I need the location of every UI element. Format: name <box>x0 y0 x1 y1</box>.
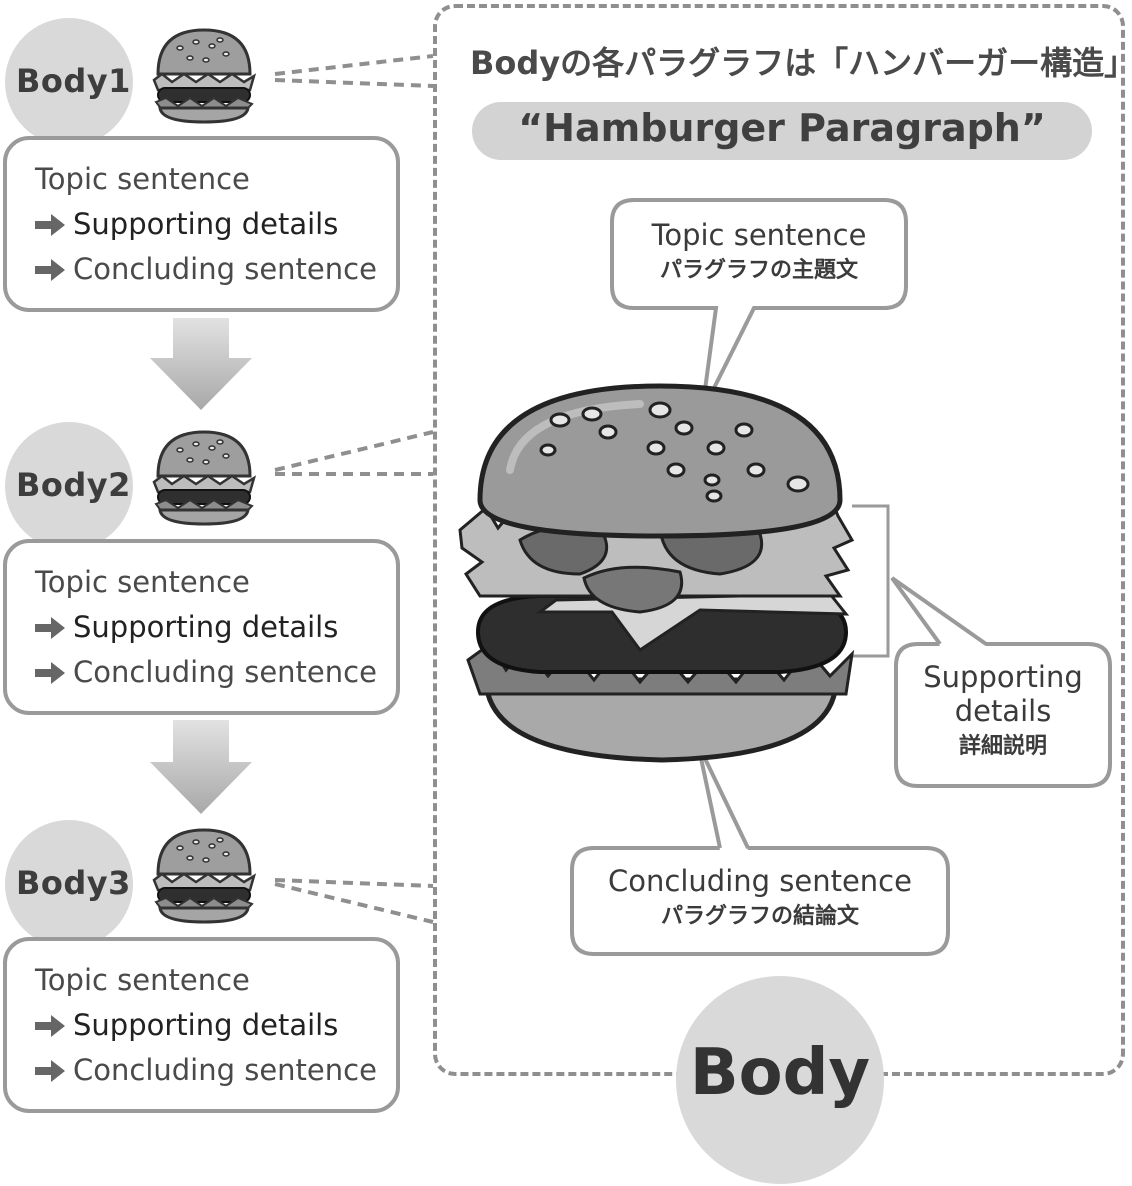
supporting-callout: Supporting details 詳細説明 <box>896 660 1110 760</box>
big-hamburger-diagram <box>458 198 1112 956</box>
small-burger-icon <box>152 430 257 526</box>
topic-callout-en: Topic sentence <box>651 218 867 252</box>
right-arrow-icon <box>35 1060 65 1082</box>
body3-label: Body3 <box>16 864 131 902</box>
topic-callout-jp: パラグラフの主題文 <box>659 258 858 283</box>
supporting-details-row: Supporting details <box>35 610 338 644</box>
right-arrow-icon <box>35 662 65 684</box>
topic-sentence-text: Topic sentence <box>35 963 250 997</box>
panel-title: Bodyの各パラグラフは「ハンバーガー構造」 <box>470 44 1132 82</box>
supporting-details-row: Supporting details <box>35 1008 338 1042</box>
down-arrow-2 <box>150 720 252 814</box>
concluding-sentence-row: Concluding sentence <box>35 252 377 286</box>
supporting-details-row: Supporting details <box>35 207 338 241</box>
supporting-bracket <box>852 504 890 658</box>
tomato-slice <box>582 565 683 614</box>
supporting-callout-en1: Supporting <box>923 660 1083 694</box>
supporting-details-text: Supporting details <box>73 610 339 644</box>
body2-circle <box>5 422 133 550</box>
supporting-callout-en2: details <box>954 694 1052 728</box>
topic-sentence-text: Topic sentence <box>35 565 250 599</box>
connector-body2-top <box>274 430 434 472</box>
connector-body3-bottom <box>274 882 434 924</box>
concluding-sentence-row: Concluding sentence <box>35 655 377 689</box>
right-arrow-icon <box>35 259 65 281</box>
concluding-callout-en: Concluding sentence <box>608 864 912 898</box>
right-arrow-icon <box>35 214 65 236</box>
concluding-callout: Concluding sentence パラグラフの結論文 <box>572 864 948 930</box>
concluding-sentence-text: Concluding sentence <box>73 1053 377 1087</box>
right-arrow-icon <box>35 617 65 639</box>
connector-body1-top <box>274 54 434 76</box>
topic-sentence-text: Topic sentence <box>35 162 250 196</box>
right-arrow-icon <box>35 1015 65 1037</box>
supporting-callout-jp: 詳細説明 <box>958 734 1047 759</box>
supporting-details-text: Supporting details <box>73 207 339 241</box>
topic-callout-bubble <box>610 198 908 413</box>
body1-label: Body1 <box>16 62 131 100</box>
small-burger-icon <box>152 828 257 924</box>
concluding-sentence-text: Concluding sentence <box>73 252 377 286</box>
hamburger-paragraph-pill <box>472 102 1092 160</box>
concluding-callout-jp: パラグラフの結論文 <box>660 904 859 929</box>
body-circle <box>676 976 884 1184</box>
concluding-callout-bubble <box>570 846 950 956</box>
body2-label: Body2 <box>16 466 131 504</box>
top-bun <box>477 383 843 539</box>
sesame-seeds <box>539 401 810 503</box>
body3-circle <box>5 820 133 948</box>
body1-circle <box>5 18 133 146</box>
body3-card: Topic sentence Supporting details Conclu… <box>3 937 400 1113</box>
body-title: Body <box>689 1036 871 1110</box>
concluding-sentence-row: Concluding sentence <box>35 1053 377 1087</box>
topic-callout: Topic sentence パラグラフの主題文 <box>612 218 906 284</box>
bottom-bun <box>483 677 839 763</box>
concluding-sentence-text: Concluding sentence <box>73 655 377 689</box>
small-burger-icon <box>152 28 257 124</box>
supporting-details-text: Supporting details <box>73 1008 339 1042</box>
body2-card: Topic sentence Supporting details Conclu… <box>3 539 400 715</box>
supporting-callout-bubble <box>894 642 1112 788</box>
connector-body1-bottom <box>274 78 434 88</box>
body1-card: Topic sentence Supporting details Conclu… <box>3 136 400 312</box>
connector-body3-top <box>274 878 434 888</box>
down-arrow-1 <box>150 318 252 410</box>
hamburger-paragraph-title: “Hamburger Paragraph” <box>518 106 1046 150</box>
